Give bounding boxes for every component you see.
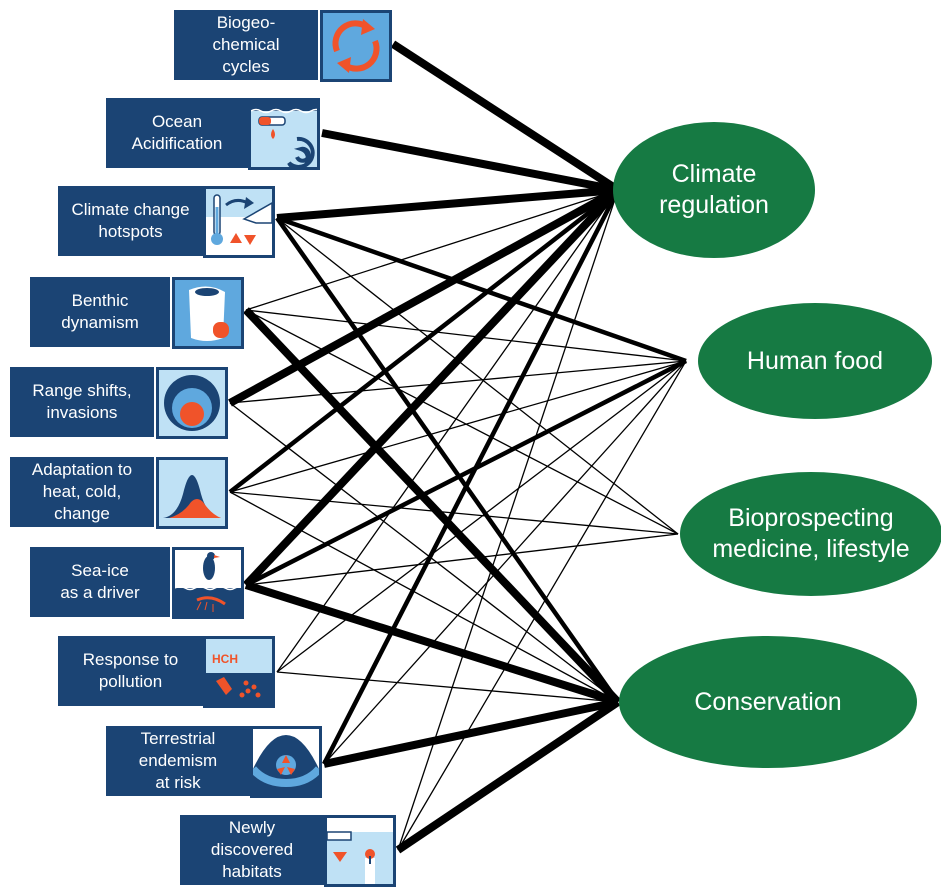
topic-box-biogeochemical: Biogeo- chemical cycles <box>174 10 318 80</box>
link-endemism-to-climate <box>321 188 621 766</box>
link-endemism-to-food <box>323 360 687 765</box>
topic-label-acidification: Ocean Acidification <box>131 112 223 153</box>
link-seaice-to-food <box>244 358 688 588</box>
link-seaice-to-bio <box>245 533 679 586</box>
link-benthic-to-climate <box>245 189 619 311</box>
topic-box-seaice: Sea-ice as a driver <box>30 547 170 617</box>
pollution-hch-icon: HCH <box>203 636 275 708</box>
link-endemism-to-conservation <box>323 698 619 768</box>
topic-label-range: Range shifts, invasions <box>32 381 132 422</box>
service-oval-food <box>698 303 932 419</box>
topic-label-benthic: Benthic dynamism <box>61 291 139 332</box>
service-oval-climate <box>613 122 815 258</box>
penguin-krill-icon <box>172 547 244 619</box>
link-benthic-to-conservation <box>243 307 621 705</box>
link-pollution-to-food <box>276 360 687 673</box>
link-seaice-to-climate <box>243 187 621 588</box>
service-label-conservation: Conservation <box>694 687 842 716</box>
service-label-climate: Climate regulation <box>659 160 769 219</box>
endemism-arrows-icon <box>250 726 322 798</box>
link-acidification-to-climate <box>321 129 619 194</box>
link-habitats-to-climate <box>397 189 619 851</box>
link-hotspots-to-bio <box>276 217 679 535</box>
link-benthic-to-food <box>245 309 687 362</box>
topic-label-hotspots: Climate change hotspots <box>71 200 190 241</box>
topic-label-biogeochemical: Biogeo- chemical cycles <box>212 13 280 76</box>
cycle-arrows-icon <box>320 10 392 82</box>
service-label-bio: Bioprospecting medicine, lifestyle <box>712 504 910 563</box>
link-habitats-to-food <box>397 360 687 851</box>
topic-box-endemism: Terrestrial endemism at risk <box>106 726 250 796</box>
link-hotspots-to-climate <box>276 186 619 222</box>
topic-box-hotspots: Climate change hotspots <box>58 186 203 256</box>
link-pollution-to-conservation <box>276 671 619 703</box>
link-range-to-food <box>229 360 687 404</box>
topic-box-acidification: Ocean Acidification <box>106 98 248 168</box>
link-pollution-to-climate <box>276 189 619 673</box>
topic-box-range: Range shifts, invasions <box>10 367 154 437</box>
ice-shelf-habitat-icon <box>324 815 396 887</box>
link-range-to-climate <box>228 186 620 407</box>
topic-label-endemism: Terrestrial endemism at risk <box>138 729 218 792</box>
link-hotspots-to-conservation <box>275 216 620 704</box>
topic-label-pollution: Response to pollution <box>82 650 179 691</box>
link-adaptation-to-food <box>229 360 687 493</box>
link-benthic-to-bio <box>245 309 679 535</box>
distribution-curve-icon <box>156 457 228 529</box>
link-hotspots-to-food <box>276 215 687 364</box>
ovals-layer <box>613 122 941 768</box>
service-oval-conservation <box>619 636 917 768</box>
topic-label-habitats: Newly discovered habitats <box>210 818 294 881</box>
topic-box-benthic: Benthic dynamism <box>30 277 170 347</box>
service-oval-bio <box>680 472 941 596</box>
thermometer-glacier-icon <box>203 186 275 258</box>
svg-text:HCH: HCH <box>212 652 238 666</box>
link-habitats-to-conservation <box>395 698 621 854</box>
range-circles-icon <box>156 367 228 439</box>
topic-box-pollution: Response to pollution <box>58 636 203 706</box>
link-adaptation-to-climate <box>228 188 620 494</box>
links-layer <box>228 40 688 854</box>
link-biogeochemical-to-climate <box>390 40 621 194</box>
topic-box-adaptation: Adaptation to heat, cold, change <box>10 457 154 527</box>
shell-dissolving-icon <box>248 98 320 170</box>
topic-label-adaptation: Adaptation to heat, cold, change <box>31 460 133 523</box>
link-range-to-conservation <box>229 402 619 703</box>
topic-box-habitats: Newly discovered habitats <box>180 815 324 885</box>
topic-label-seaice: Sea-ice as a driver <box>60 561 140 602</box>
link-adaptation-to-conservation <box>229 491 619 703</box>
service-label-food: Human food <box>746 346 884 375</box>
benthic-organism-icon <box>172 277 244 349</box>
